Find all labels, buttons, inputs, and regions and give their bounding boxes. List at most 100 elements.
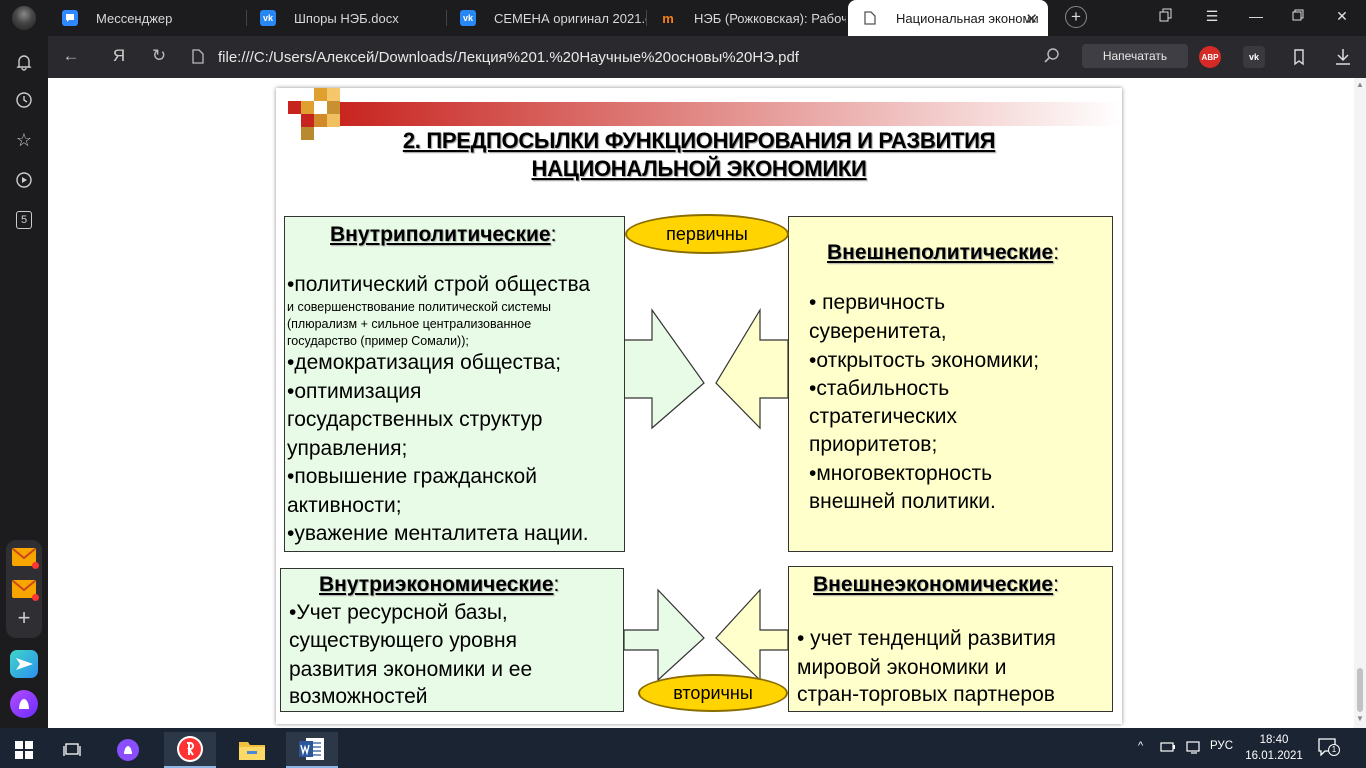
internal-economic-line: возможностей <box>289 685 428 708</box>
windows-taskbar: ^ РУС 18:40 16.01.2021 1 <box>0 728 1366 768</box>
downloads-icon[interactable] <box>1332 46 1354 68</box>
internal-political-line: активности; <box>287 494 402 517</box>
tab-shpory[interactable]: vk Шпоры НЭБ.docx <box>246 0 446 36</box>
vk-icon: vk <box>460 10 476 26</box>
yandex-browser-taskbar-icon[interactable] <box>164 732 216 768</box>
internal-economic-line: существующего уровня <box>289 629 517 652</box>
tab-label: Национальная экономи <box>896 10 1038 26</box>
vk-extension-icon[interactable]: vk <box>1243 46 1265 68</box>
scroll-up-arrow[interactable]: ▲ <box>1356 80 1364 89</box>
internal-economic-line: •Учет ресурсной базы, <box>289 601 508 624</box>
tray-overflow-chevron-icon[interactable]: ^ <box>1138 740 1144 752</box>
new-tab-button[interactable]: + <box>1065 6 1087 28</box>
clock[interactable]: 18:40 16.01.2021 <box>1244 732 1304 764</box>
notification-center-icon[interactable]: 1 <box>1318 738 1340 757</box>
scroll-down-arrow[interactable]: ▼ <box>1356 714 1364 723</box>
close-tab-icon[interactable]: ✕ <box>1025 11 1038 28</box>
file-explorer-taskbar-icon[interactable] <box>226 732 278 768</box>
internal-political-small: (плюрализм + сильное централизованное <box>287 317 532 331</box>
tab-label: Шпоры НЭБ.docx <box>294 10 399 26</box>
url-field[interactable]: file:///C:/Users/Алексей/Downloads/Лекци… <box>184 42 1116 72</box>
close-window-icon[interactable]: ✕ <box>1336 8 1348 24</box>
network-icon[interactable] <box>1186 740 1202 759</box>
scroll-thumb[interactable] <box>1357 668 1363 712</box>
browser-sidebar: ☆ 5 + <box>0 36 48 728</box>
word-taskbar-icon[interactable] <box>286 732 338 768</box>
external-political-line: •стабильность <box>809 377 950 400</box>
internal-economic-line: развития экономики и ее <box>289 658 533 681</box>
input-language-indicator[interactable]: РУС <box>1210 740 1234 752</box>
internal-political-line: •повышение гражданской <box>287 465 537 488</box>
reload-icon[interactable]: ↻ <box>151 46 167 65</box>
yandex-mail-icon[interactable] <box>12 580 39 601</box>
pdf-slide: 2. ПРЕДПОСЫЛКИ ФУНКЦИОНИРОВАНИЯ И РАЗВИТ… <box>276 88 1122 724</box>
yandex-messenger-app-icon[interactable] <box>10 650 38 678</box>
secondary-oval-label: вторичны <box>638 674 788 712</box>
find-in-page-icon[interactable] <box>1044 47 1060 68</box>
tab-semena[interactable]: vk СЕМЕНА оригинал 2021.d <box>446 0 646 36</box>
left-arrow-top <box>715 307 789 430</box>
add-app-icon[interactable]: + <box>17 605 31 630</box>
external-political-line: внешней политики. <box>809 490 996 513</box>
alice-taskbar-icon[interactable] <box>102 732 154 768</box>
media-play-icon[interactable] <box>12 168 36 192</box>
tab-label: Мессенджер <box>96 10 173 26</box>
clock-date: 16.01.2021 <box>1245 750 1303 762</box>
history-clock-icon[interactable] <box>12 88 36 112</box>
bookmarks-icon[interactable] <box>1156 8 1176 25</box>
profile-avatar[interactable] <box>12 6 36 30</box>
tab-label: СЕМЕНА оригинал 2021.d <box>494 10 646 26</box>
internal-political-line: •демократизация общества; <box>287 351 562 374</box>
primary-oval-label: первичны <box>625 214 789 254</box>
document-icon <box>862 10 878 26</box>
windows-start-icon[interactable] <box>0 732 48 768</box>
external-political-heading: Внешнеполитические: <box>827 241 1060 264</box>
internal-political-heading: Внутриполитические: <box>330 223 557 246</box>
slide-title-line1: 2. ПРЕДПОСЫЛКИ ФУНКЦИОНИРОВАНИЯ И РАЗВИТ… <box>402 128 996 153</box>
collections-icon[interactable] <box>1288 46 1310 68</box>
yandex-mail-icon[interactable] <box>12 548 39 569</box>
alice-assistant-icon[interactable] <box>10 690 38 718</box>
internal-political-small: и совершенствование политической системы <box>287 300 552 314</box>
internal-political-line: •оптимизация <box>287 380 422 403</box>
internal-economic-box: Внутриэкономические: •Учет ресурсной баз… <box>280 568 624 712</box>
notifications-bell-icon[interactable] <box>12 50 36 74</box>
bookmarks-star-icon[interactable]: ☆ <box>15 129 33 150</box>
external-economic-line: стран-торговых партнеров <box>797 683 1055 706</box>
external-political-box: Внешнеполитические: • первичность сувере… <box>788 216 1113 552</box>
external-economic-box: Внешнеэкономические: • учет тенденций ра… <box>788 566 1113 712</box>
url-text: file:///C:/Users/Алексей/Downloads/Лекци… <box>218 48 799 66</box>
internal-political-line: •политический строй общества <box>287 273 591 296</box>
external-political-line: •многовекторность <box>809 462 993 485</box>
tray-device-icon[interactable] <box>1160 740 1176 759</box>
tab-label: НЭБ (Рожковская): Рабоча <box>694 10 846 26</box>
adblock-plus-icon[interactable]: ABP <box>1199 46 1221 68</box>
slide-title-line2: НАЦИОНАЛЬНОЙ ЭКОНОМИКИ <box>531 156 867 181</box>
vk-icon: vk <box>260 10 276 26</box>
pdf-scrollbar[interactable]: ▲ ▼ <box>1354 78 1366 728</box>
left-arrow-bottom <box>715 588 789 682</box>
external-economic-line: мировой экономики и <box>797 656 1007 679</box>
menu-icon[interactable]: ☰ <box>1205 8 1219 24</box>
task-view-icon[interactable] <box>46 732 98 768</box>
right-arrow-bottom <box>623 588 705 682</box>
external-political-line: приоритетов; <box>809 433 938 456</box>
tab-count-value: 5 <box>16 211 32 229</box>
internal-political-line: государственных структур <box>287 408 543 431</box>
minimize-icon[interactable]: — <box>1249 8 1263 24</box>
moodle-icon: m <box>662 10 674 26</box>
clock-time: 18:40 <box>1259 734 1289 746</box>
tab-count-badge[interactable]: 5 <box>12 208 36 232</box>
tab-messenger[interactable]: Мессенджер <box>48 0 246 36</box>
restore-icon[interactable] <box>1288 8 1308 24</box>
yandex-logo-icon[interactable]: Я <box>112 46 126 65</box>
external-economic-heading: Внешнеэкономические: <box>813 573 1059 596</box>
tab-national-economy[interactable]: Национальная экономи ✕ <box>848 0 1048 36</box>
file-page-icon <box>192 49 204 69</box>
print-button[interactable]: Напечатать <box>1082 44 1188 68</box>
tab-neb[interactable]: m НЭБ (Рожковская): Рабоча <box>646 0 846 36</box>
back-arrow-icon[interactable]: ← <box>62 46 80 65</box>
sidebar-app-panel: + <box>6 540 42 638</box>
external-economic-line: • учет тенденций развития <box>797 627 1056 650</box>
internal-economic-heading: Внутриэкономические: <box>319 573 560 596</box>
